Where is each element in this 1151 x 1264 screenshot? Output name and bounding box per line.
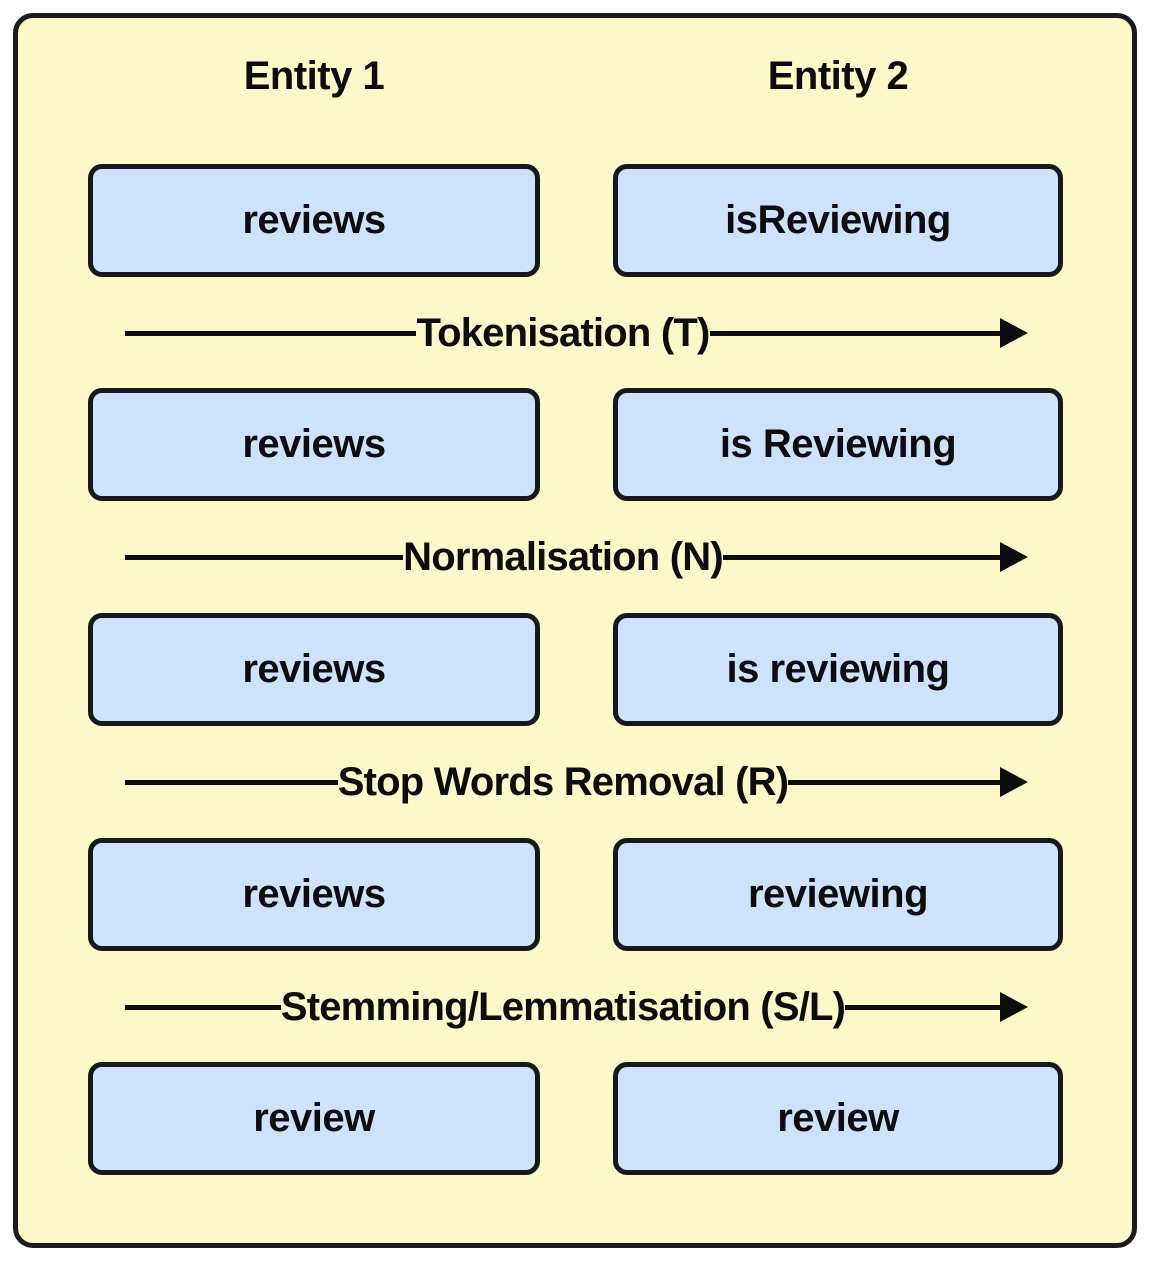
arrow-normalisation: Normalisation (N): [125, 527, 1029, 587]
arrow-tokenisation: Tokenisation (T): [125, 303, 1028, 363]
token-box-entity2-row1: is Reviewing: [613, 388, 1063, 501]
token-box-entity2-row3: reviewing: [613, 838, 1063, 951]
arrow-head-icon: [1000, 542, 1029, 572]
token-box-entity2-row4: review: [613, 1062, 1063, 1175]
arrow-line: [722, 554, 1002, 560]
arrow-line: [788, 779, 1001, 785]
arrow-stop-words-removal: Stop Words Removal (R): [125, 752, 1028, 812]
arrow-line: [125, 1004, 281, 1010]
token-box-entity2-row0: isReviewing: [613, 164, 1063, 277]
arrow-label-normalisation: Normalisation (N): [403, 535, 724, 579]
arrow-line: [709, 330, 1001, 336]
column-header-entity-1: Entity 1: [243, 54, 385, 98]
arrow-head-icon: [1000, 318, 1028, 348]
arrow-label-stemming-lemmatisation: Stemming/Lemmatisation (S/L): [280, 985, 846, 1029]
column-header-entity-2: Entity 2: [767, 54, 909, 98]
column-headers: Entity 1 Entity 2: [0, 46, 1151, 106]
token-box-entity2-row2: is reviewing: [613, 613, 1063, 726]
arrow-head-icon: [1000, 992, 1028, 1022]
token-box-entity1-row2: reviews: [88, 613, 540, 726]
arrow-line: [845, 1004, 1001, 1010]
token-box-entity1-row3: reviews: [88, 838, 540, 951]
arrow-label-tokenisation: Tokenisation (T): [416, 311, 710, 355]
arrow-line: [125, 330, 417, 336]
arrow-line: [125, 554, 404, 560]
token-box-entity1-row4: review: [88, 1062, 540, 1175]
token-box-entity1-row0: reviews: [88, 164, 540, 277]
arrow-label-stop-words-removal: Stop Words Removal (R): [337, 760, 789, 804]
arrow-stemming-lemmatisation: Stemming/Lemmatisation (S/L): [125, 977, 1028, 1037]
token-box-entity1-row1: reviews: [88, 388, 540, 501]
arrow-head-icon: [1000, 767, 1028, 797]
arrow-line: [125, 779, 338, 785]
